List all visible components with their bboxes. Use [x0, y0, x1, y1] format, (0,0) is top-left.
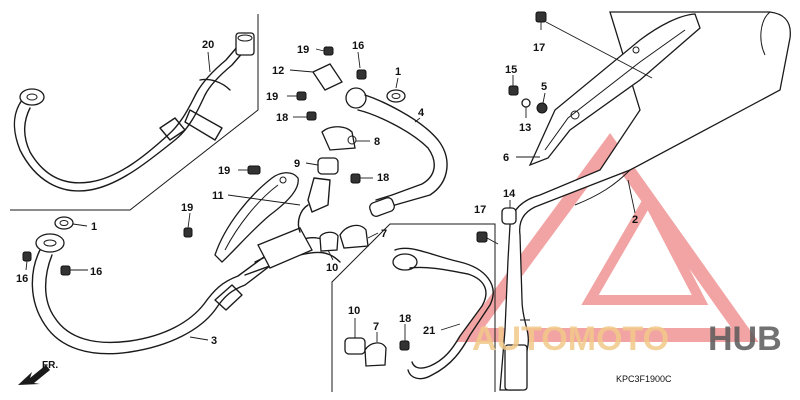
callout-number: 18 — [399, 313, 411, 325]
callout-number: 6 — [503, 152, 509, 164]
nut-16b-icon — [60, 265, 71, 276]
callout-number: 1 — [91, 221, 97, 233]
callout-number: 13 — [519, 122, 531, 134]
bolt-18a-icon — [306, 111, 317, 121]
callout-number: 10 — [348, 305, 360, 317]
callout-number: 7 — [373, 321, 379, 333]
joint-pipe-9 — [297, 157, 339, 233]
muffler-2 — [499, 11, 791, 391]
bolt-19d-icon — [183, 227, 193, 238]
gasket-1-left-icon — [54, 216, 74, 230]
clamp-parts — [312, 63, 369, 252]
watermark-part2: HUB — [708, 320, 782, 358]
bolt-17-mid-icon — [476, 231, 499, 245]
callout-number: 19 — [181, 202, 193, 214]
callout-number: 2 — [632, 214, 638, 226]
exhaust-pipe-3 — [31, 227, 341, 355]
bolt-15-icon — [508, 85, 519, 96]
front-arrow-icon: FR. — [18, 360, 58, 385]
callouts: 20 19 16 12 19 1 4 18 8 9 19 18 11 19 7 … — [16, 39, 638, 347]
nut-16-icon — [356, 69, 367, 80]
callout-number: 18 — [377, 172, 389, 184]
exhaust-pipe-21 — [392, 247, 494, 380]
leader-lines — [25, 21, 653, 342]
callout-number: 16 — [90, 266, 102, 278]
bolt-19c-icon — [247, 165, 261, 175]
callout-number: 4 — [418, 107, 425, 119]
bolt-19a-icon — [323, 46, 334, 56]
hardware-bolts — [22, 11, 548, 351]
bushing-10-inset — [344, 337, 387, 367]
callout-number: 11 — [212, 190, 224, 202]
callout-number: 8 — [374, 136, 380, 148]
callout-number: 20 — [202, 39, 214, 51]
callout-number: 16 — [16, 273, 28, 285]
callout-number: 19 — [218, 165, 230, 177]
inset-frame-lower-right — [331, 223, 496, 392]
callout-number: 10 — [326, 262, 338, 274]
watermark-logo-icon — [456, 133, 759, 342]
callout-number: 15 — [505, 64, 517, 76]
callout-number: 12 — [272, 65, 284, 77]
washer-13-icon — [521, 98, 531, 108]
bolt-17-top-icon — [535, 11, 547, 30]
heat-shield-6 — [528, 13, 701, 167]
callout-number: 19 — [266, 91, 278, 103]
nut-16a-icon — [22, 251, 32, 262]
rubber-14-icon — [501, 207, 517, 225]
callout-number: 18 — [276, 112, 288, 124]
callout-number: 9 — [294, 158, 300, 170]
callout-number: 3 — [211, 335, 217, 347]
nut-5-icon — [536, 102, 548, 114]
callout-number: 7 — [381, 228, 387, 240]
callout-number: 5 — [541, 81, 547, 93]
heat-shield-11 — [214, 172, 299, 263]
exhaust-pipe-4 — [345, 87, 448, 217]
bolt-19b-icon — [296, 91, 307, 101]
callout-number: 14 — [503, 188, 516, 200]
callout-number: 21 — [423, 325, 435, 337]
callout-number: 16 — [352, 40, 364, 52]
callout-number: 1 — [395, 66, 401, 78]
bolt-18c-icon — [399, 340, 410, 351]
callout-number: 17 — [474, 204, 486, 216]
watermark-text: AUTOMOTO HUB — [472, 320, 782, 358]
watermark-part1: AUTOMOTO — [472, 320, 669, 358]
inset-frame-upper-left — [10, 14, 259, 211]
exhaust-pipe-20 — [13, 32, 255, 192]
callout-number: 19 — [297, 44, 309, 56]
front-label: FR. — [42, 360, 58, 371]
bolt-18b-icon — [350, 173, 361, 184]
callout-number: 17 — [533, 42, 545, 54]
diagram-code: KPC3F1900C — [616, 374, 672, 384]
